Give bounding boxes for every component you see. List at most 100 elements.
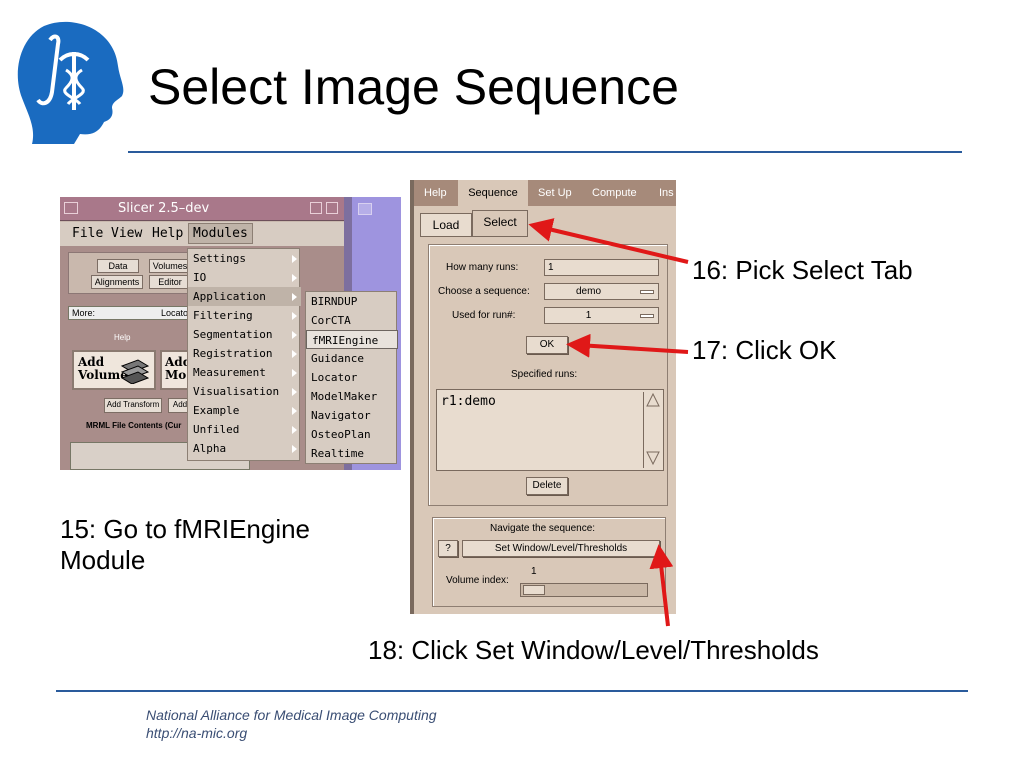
tab-ins[interactable]: Ins (659, 187, 674, 199)
callout-step17: 17: Click OK (692, 335, 837, 365)
callout-step15-line2: Module (60, 545, 146, 576)
menu-item-label: Unfiled (193, 423, 240, 436)
tab-sequence[interactable]: Sequence (458, 180, 528, 206)
submenu-arrow-icon (292, 312, 297, 320)
scroll-up-icon[interactable] (646, 392, 660, 408)
volume-index-slider[interactable] (520, 583, 648, 597)
submenu-arrow-icon (292, 255, 297, 263)
choose-sequence-label: Choose a sequence: (438, 286, 530, 297)
submenu-arrow-icon (292, 331, 297, 339)
module-tabbar: Help Sequence Set Up Compute Ins (414, 180, 676, 206)
tab-help[interactable]: Help (424, 187, 447, 199)
application-submenu: BIRNDUP CorCTA fMRIEngine Guidance Locat… (305, 291, 398, 464)
subtab-select[interactable]: Select (472, 210, 528, 237)
footer-url[interactable]: http://na-mic.org (146, 725, 248, 741)
submenu-item-fmriengine[interactable]: fMRIEngine (306, 330, 398, 349)
submenu-item-modelmaker[interactable]: ModelMaker (311, 390, 378, 403)
data-button[interactable]: Data (97, 259, 139, 273)
menu-item-label: Settings (193, 252, 246, 265)
menu-item-alpha[interactable]: Alpha (188, 439, 301, 458)
add-model-button[interactable]: Add Mo (160, 350, 192, 390)
footer: National Alliance for Medical Image Comp… (146, 706, 437, 742)
submenu-item-realtime[interactable]: Realtime (311, 447, 364, 460)
editor-button[interactable]: Editor (149, 275, 191, 289)
list-item[interactable]: r1:demo (441, 394, 496, 409)
menu-item-label: Visualisation (193, 385, 280, 398)
volumes-button[interactable]: Volumes (149, 259, 191, 273)
menu-item-application[interactable]: Application (188, 287, 301, 306)
menu-item-filtering[interactable]: Filtering (188, 306, 301, 325)
scroll-down-icon[interactable] (646, 450, 660, 466)
submenu-item-guidance[interactable]: Guidance (311, 352, 364, 365)
minimize-button[interactable] (310, 202, 322, 214)
navigate-label: Navigate the sequence: (490, 523, 596, 534)
help-label[interactable]: Help (114, 333, 131, 342)
menu-item-label: Segmentation (193, 328, 273, 341)
help-button[interactable]: ? (438, 540, 458, 557)
how-many-runs-label: How many runs: (446, 262, 519, 273)
submenu-arrow-icon (292, 388, 297, 396)
namic-logo (17, 21, 124, 144)
add-transform-button[interactable]: Add Transform (104, 398, 162, 413)
fmriengine-panel: Help Sequence Set Up Compute Ins Load Se… (410, 180, 676, 614)
menu-item-io[interactable]: IO (188, 268, 301, 287)
used-for-run-select[interactable]: 1 (544, 307, 659, 324)
delete-button[interactable]: Delete (526, 477, 568, 495)
add-volume-button[interactable]: Add Volume (72, 350, 156, 390)
panel-edge (410, 180, 414, 614)
specified-runs-list[interactable]: r1:demo (436, 389, 664, 471)
locator-label: Locato (161, 308, 189, 318)
submenu-arrow-icon (292, 293, 297, 301)
menu-item-label: Application (193, 290, 266, 303)
submenu-item-locator[interactable]: Locator (311, 371, 358, 384)
menu-item-example[interactable]: Example (188, 401, 301, 420)
used-for-run-value: 1 (585, 310, 592, 321)
submenu-item-corcta[interactable]: CorCTA (311, 314, 351, 327)
how-many-runs-input[interactable]: 1 (544, 259, 659, 276)
menu-view[interactable]: View (111, 226, 143, 241)
window-menu-button[interactable] (64, 202, 78, 214)
volume-stack-icon (120, 359, 150, 384)
dropdown-indicator-icon (640, 314, 654, 318)
menu-item-segmentation[interactable]: Segmentation (188, 325, 301, 344)
slide-title: Select Image Sequence (148, 59, 679, 115)
runs-scrollbar[interactable] (643, 392, 661, 468)
submenu-arrow-icon (292, 350, 297, 358)
tab-setup[interactable]: Set Up (538, 187, 572, 199)
callout-step15: 15: Go to fMRIEngine Module (60, 514, 310, 576)
slicer-window-title: Slicer 2.5–dev (118, 201, 210, 216)
viewer-window-button[interactable] (358, 203, 372, 215)
add-volume-line2: Volume (78, 368, 128, 382)
menu-item-registration[interactable]: Registration (188, 344, 301, 363)
submenu-item-birndup[interactable]: BIRNDUP (311, 295, 358, 308)
volume-index-value: 1 (531, 566, 537, 577)
dropdown-indicator-icon (640, 290, 654, 294)
submenu-arrow-icon (292, 445, 297, 453)
specified-runs-label: Specified runs: (511, 369, 578, 380)
slicer-menubar: File View Help Modules (60, 222, 344, 246)
submenu-arrow-icon (292, 369, 297, 377)
ok-button[interactable]: OK (526, 336, 568, 354)
add-model-line1: Add (165, 355, 192, 369)
menu-item-label: Measurement (193, 366, 266, 379)
alignments-button[interactable]: Alignments (91, 275, 143, 289)
callout-step16: 16: Pick Select Tab (692, 255, 913, 285)
menu-item-measurement[interactable]: Measurement (188, 363, 301, 382)
menu-help[interactable]: Help (152, 226, 184, 241)
mrml-label: MRML File Contents (Cur (86, 421, 182, 430)
set-window-level-thresholds-button[interactable]: Set Window/Level/Thresholds (462, 540, 660, 557)
slider-thumb[interactable] (523, 585, 545, 595)
choose-sequence-select[interactable]: demo (544, 283, 659, 300)
menu-item-settings[interactable]: Settings (188, 249, 301, 268)
menu-file[interactable]: File (72, 226, 104, 241)
menu-item-unfiled[interactable]: Unfiled (188, 420, 301, 439)
footer-organization: National Alliance for Medical Image Comp… (146, 707, 437, 723)
used-for-run-label: Used for run#: (452, 310, 516, 321)
menu-item-visualisation[interactable]: Visualisation (188, 382, 301, 401)
maximize-button[interactable] (326, 202, 338, 214)
subtab-load[interactable]: Load (420, 213, 472, 237)
tab-compute[interactable]: Compute (592, 187, 637, 199)
submenu-item-osteoplan[interactable]: OsteoPlan (311, 428, 371, 441)
submenu-item-navigator[interactable]: Navigator (311, 409, 371, 422)
menu-modules[interactable]: Modules (188, 223, 253, 244)
